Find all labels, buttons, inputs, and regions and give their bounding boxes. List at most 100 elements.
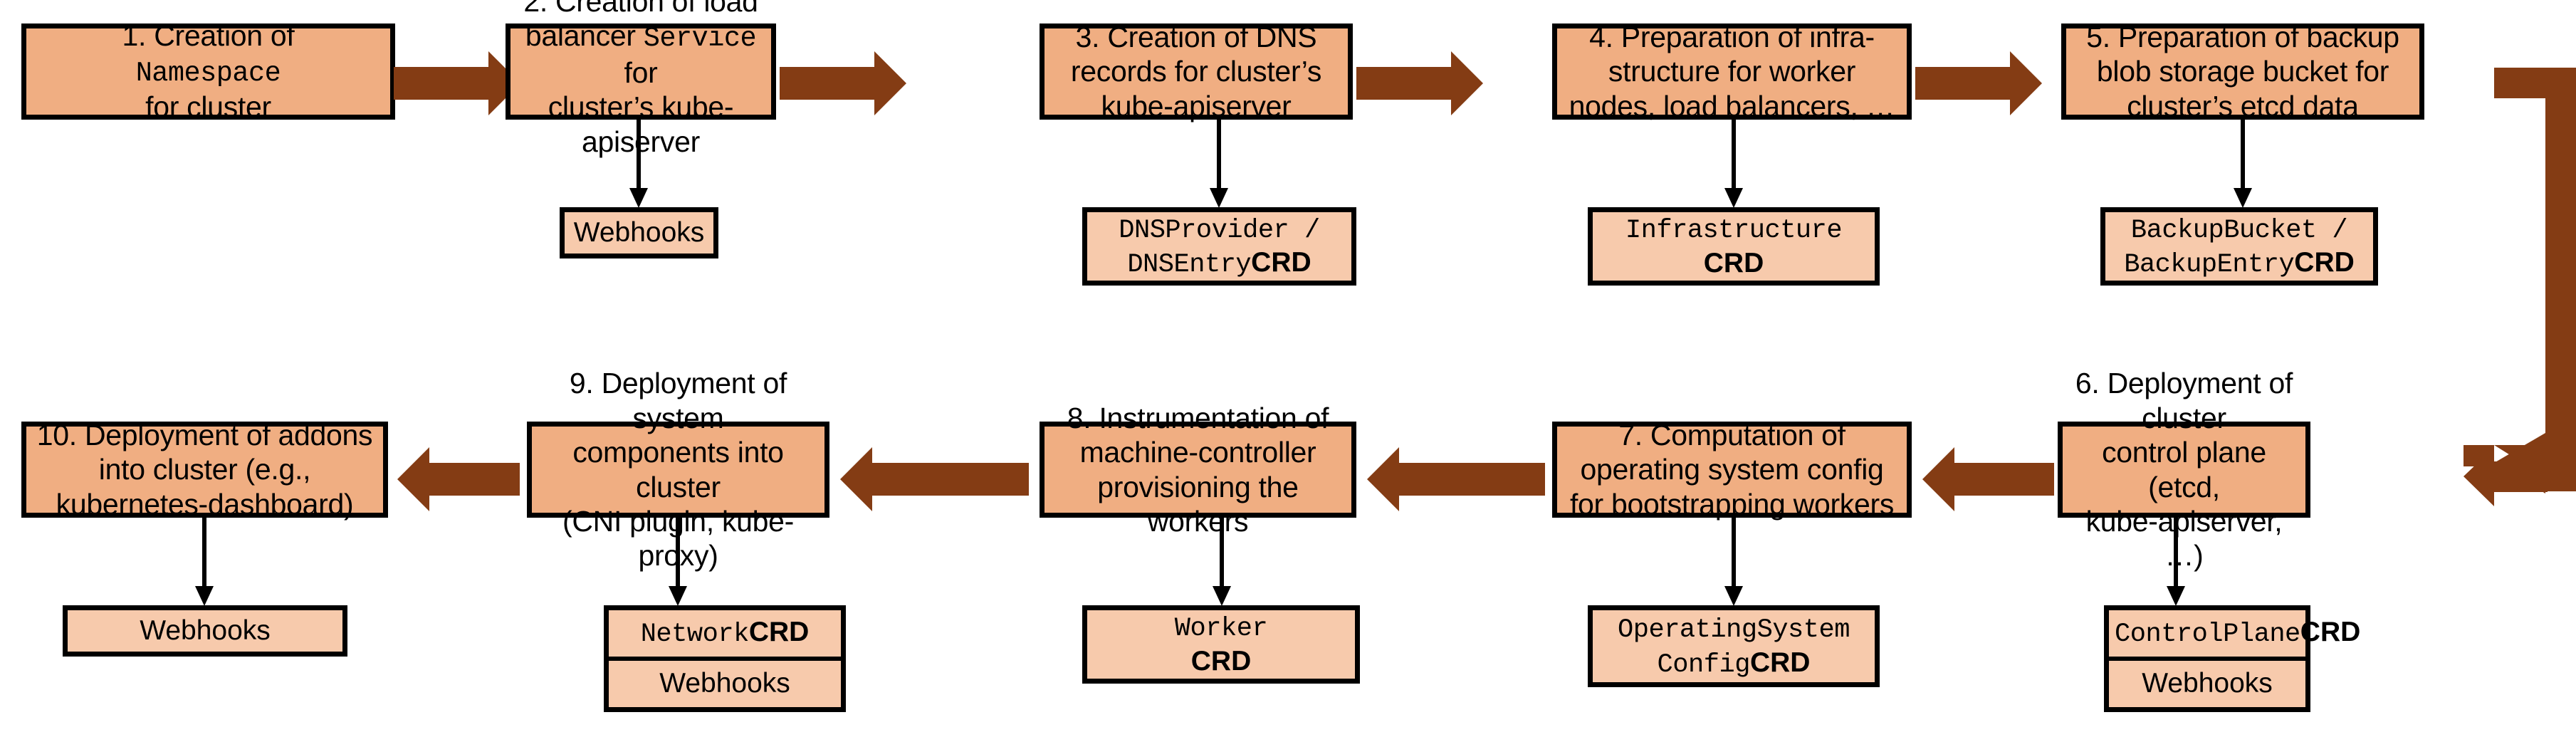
res-5-crd-label: BackupBucket / BackupEntryCRD [2111, 212, 2367, 281]
resource-cell-webhooks: Webhooks [609, 661, 841, 707]
step-box-9[interactable]: 9. Deployment of system components into … [527, 367, 829, 572]
resource-cell: Webhooks [565, 212, 713, 254]
step-9-line-2: components into cluster [572, 436, 784, 503]
res-4-crd-tag: CRD [1703, 247, 1764, 278]
step-6-line-1: 6. Deployment of cluster [2075, 367, 2293, 434]
res-7-crd-tag: CRD [1749, 647, 1811, 678]
res-3-line-2: DNSEntry [1127, 250, 1252, 280]
flow-arrow-8-to-9 [840, 447, 1029, 511]
connector-step9-to-res9 [669, 518, 687, 606]
step-5-line-3: cluster’s etcd data [2127, 89, 2359, 122]
connector-step4-to-res4 [1724, 120, 1743, 208]
resource-box-osc-crd[interactable]: OperatingSystem ConfigCRD [1588, 605, 1880, 687]
resource-box-dns-crd[interactable]: DNSProvider / DNSEntryCRD [1082, 207, 1356, 286]
res-5-line-2: BackupEntry [2124, 250, 2295, 280]
step-8-line-3: provisioning the workers [1097, 470, 1299, 538]
step-2-line-2a: balancer [525, 19, 644, 53]
connector-step5-to-res5 [2234, 120, 2252, 208]
connector-step2-to-res2 [629, 120, 648, 208]
step-box-8[interactable]: 8. Instrumentation of machine-controller… [1040, 402, 1356, 538]
connector-step7-to-res7 [1724, 518, 1743, 606]
step-5-line-2: blob storage bucket for [2096, 55, 2389, 88]
step-2-service-kind: Service [643, 23, 757, 55]
resource-box-webhooks-2[interactable]: Webhooks [560, 207, 718, 258]
step-box-7[interactable]: 7. Computation of operating system confi… [1552, 419, 1912, 521]
connector-step10-to-res10 [195, 518, 214, 606]
step-10-text: 10. Deployment of addons into cluster (e… [33, 418, 376, 521]
flow-arrow-3-to-4 [1356, 51, 1483, 115]
res-5-line-1: BackupBucket / [2130, 215, 2348, 246]
resource-box-webhooks-10[interactable]: Webhooks [63, 605, 347, 657]
flow-arrow-7-to-8 [1367, 447, 1545, 511]
res-8-crd-label: Worker CRD [1093, 610, 1349, 678]
connector-step8-to-res8 [1213, 518, 1231, 606]
res-10-webhooks-label: Webhooks [140, 615, 271, 646]
resource-box-controlplane-crd[interactable]: ControlPlaneCRD Webhooks [2104, 605, 2360, 712]
step-10-line-2: into cluster (e.g., [98, 453, 311, 486]
flow-arrow-1-to-2 [394, 51, 520, 115]
step-1-line-1: 1. Creation of [122, 19, 295, 53]
step-10-line-1: 10. Deployment of addons [36, 418, 373, 451]
res-7-crd-label: OperatingSystem ConfigCRD [1598, 612, 1869, 681]
res-3-line-1: DNSProvider / [1119, 215, 1320, 246]
step-9-line-1: 9. Deployment of system [569, 367, 787, 434]
step-4-line-2: structure for worker [1608, 55, 1856, 88]
resource-box-backup-crd[interactable]: BackupBucket / BackupEntryCRD [2100, 207, 2378, 286]
step-4-text: 4. Preparation of infra- structure for w… [1564, 20, 1900, 123]
res-3-crd-tag: CRD [1251, 247, 1311, 278]
step-box-4[interactable]: 4. Preparation of infra- structure for w… [1552, 20, 1912, 123]
res-9-crd-label: NetworkCRD [614, 616, 835, 650]
resource-cell: Infrastructure CRD [1593, 211, 1875, 281]
resource-cell: Webhooks [68, 610, 342, 652]
res-6-crd-tag: CRD [2300, 617, 2361, 648]
connector-step3-to-res3 [1210, 120, 1228, 208]
connector-step6-to-res6 [2167, 518, 2185, 606]
step-box-5[interactable]: 5. Preparation of backup blob storage bu… [2061, 20, 2424, 122]
step-4-line-3: nodes, load balancers, … [1569, 89, 1895, 122]
resource-box-worker-crd[interactable]: Worker CRD [1082, 605, 1360, 684]
resource-box-network-crd[interactable]: NetworkCRD Webhooks [604, 605, 846, 712]
resource-cell: Worker CRD [1087, 609, 1355, 679]
step-box-1[interactable]: 1. Creation of Namespace for cluster [21, 19, 395, 123]
step-8-text: 8. Instrumentation of machine-controller… [1052, 401, 1344, 539]
res-2-webhooks-label: Webhooks [573, 216, 705, 248]
step-2-line-3: cluster’s kube-apiserver [548, 90, 734, 158]
resource-cell-controlplane-crd: ControlPlaneCRD [2109, 610, 2360, 661]
flow-arrow-5-to-6-elbow [2431, 21, 2576, 520]
res-9-webhooks-label: Webhooks [659, 668, 790, 699]
step-6-line-3: kube-apiserver, …) [2085, 504, 2283, 573]
step-box-3[interactable]: 3. Creation of DNS records for cluster’s… [1040, 20, 1353, 122]
resource-cell-network-crd: NetworkCRD [609, 610, 841, 661]
step-7-text: 7. Computation of operating system confi… [1564, 418, 1900, 521]
step-6-line-2: control plane (etcd, [2102, 436, 2266, 503]
res-8-line-1: Worker [1174, 614, 1268, 644]
step-box-6[interactable]: 6. Deployment of cluster control plane (… [2058, 367, 2310, 572]
step-8-line-2: machine-controller [1079, 436, 1316, 469]
step-1-text: 1. Creation of Namespace for cluster [33, 19, 383, 124]
step-5-line-1: 5. Preparation of backup [2086, 20, 2399, 53]
res-4-crd-label: Infrastructure CRD [1598, 212, 1869, 280]
step-3-line-1: 3. Creation of DNS [1075, 20, 1317, 53]
step-2-line-1: 2. Creation of load [523, 0, 758, 19]
step-8-line-1: 8. Instrumentation of [1067, 401, 1329, 434]
resource-box-infrastructure-crd[interactable]: Infrastructure CRD [1588, 207, 1880, 286]
res-4-line-1: Infrastructure [1625, 216, 1843, 246]
res-9-line-1: Network [640, 620, 750, 650]
step-box-10[interactable]: 10. Deployment of addons into cluster (e… [21, 419, 388, 521]
res-7-line-1: OperatingSystem [1618, 615, 1850, 646]
resource-cell: OperatingSystem ConfigCRD [1593, 610, 1875, 682]
step-3-line-3: kube-apiserver [1101, 89, 1292, 122]
resource-cell: BackupBucket / BackupEntryCRD [2105, 211, 2373, 283]
flow-arrow-9-to-10 [397, 447, 520, 511]
step-7-line-2: operating system config [1580, 453, 1884, 486]
step-box-2[interactable]: 2. Creation of load balancer Service for… [506, 0, 776, 158]
resource-cell: DNSProvider / DNSEntryCRD [1087, 211, 1351, 283]
step-2-text: 2. Creation of load balancer Service for… [518, 0, 764, 159]
res-7-line-2: Config [1657, 649, 1751, 680]
step-2-line-2c: for [624, 56, 658, 89]
res-5-crd-tag: CRD [2294, 247, 2355, 278]
res-8-crd-tag: CRD [1190, 645, 1252, 676]
flow-arrow-4-to-5 [1915, 51, 2042, 115]
res-6-crd-label: ControlPlaneCRD [2115, 616, 2360, 650]
